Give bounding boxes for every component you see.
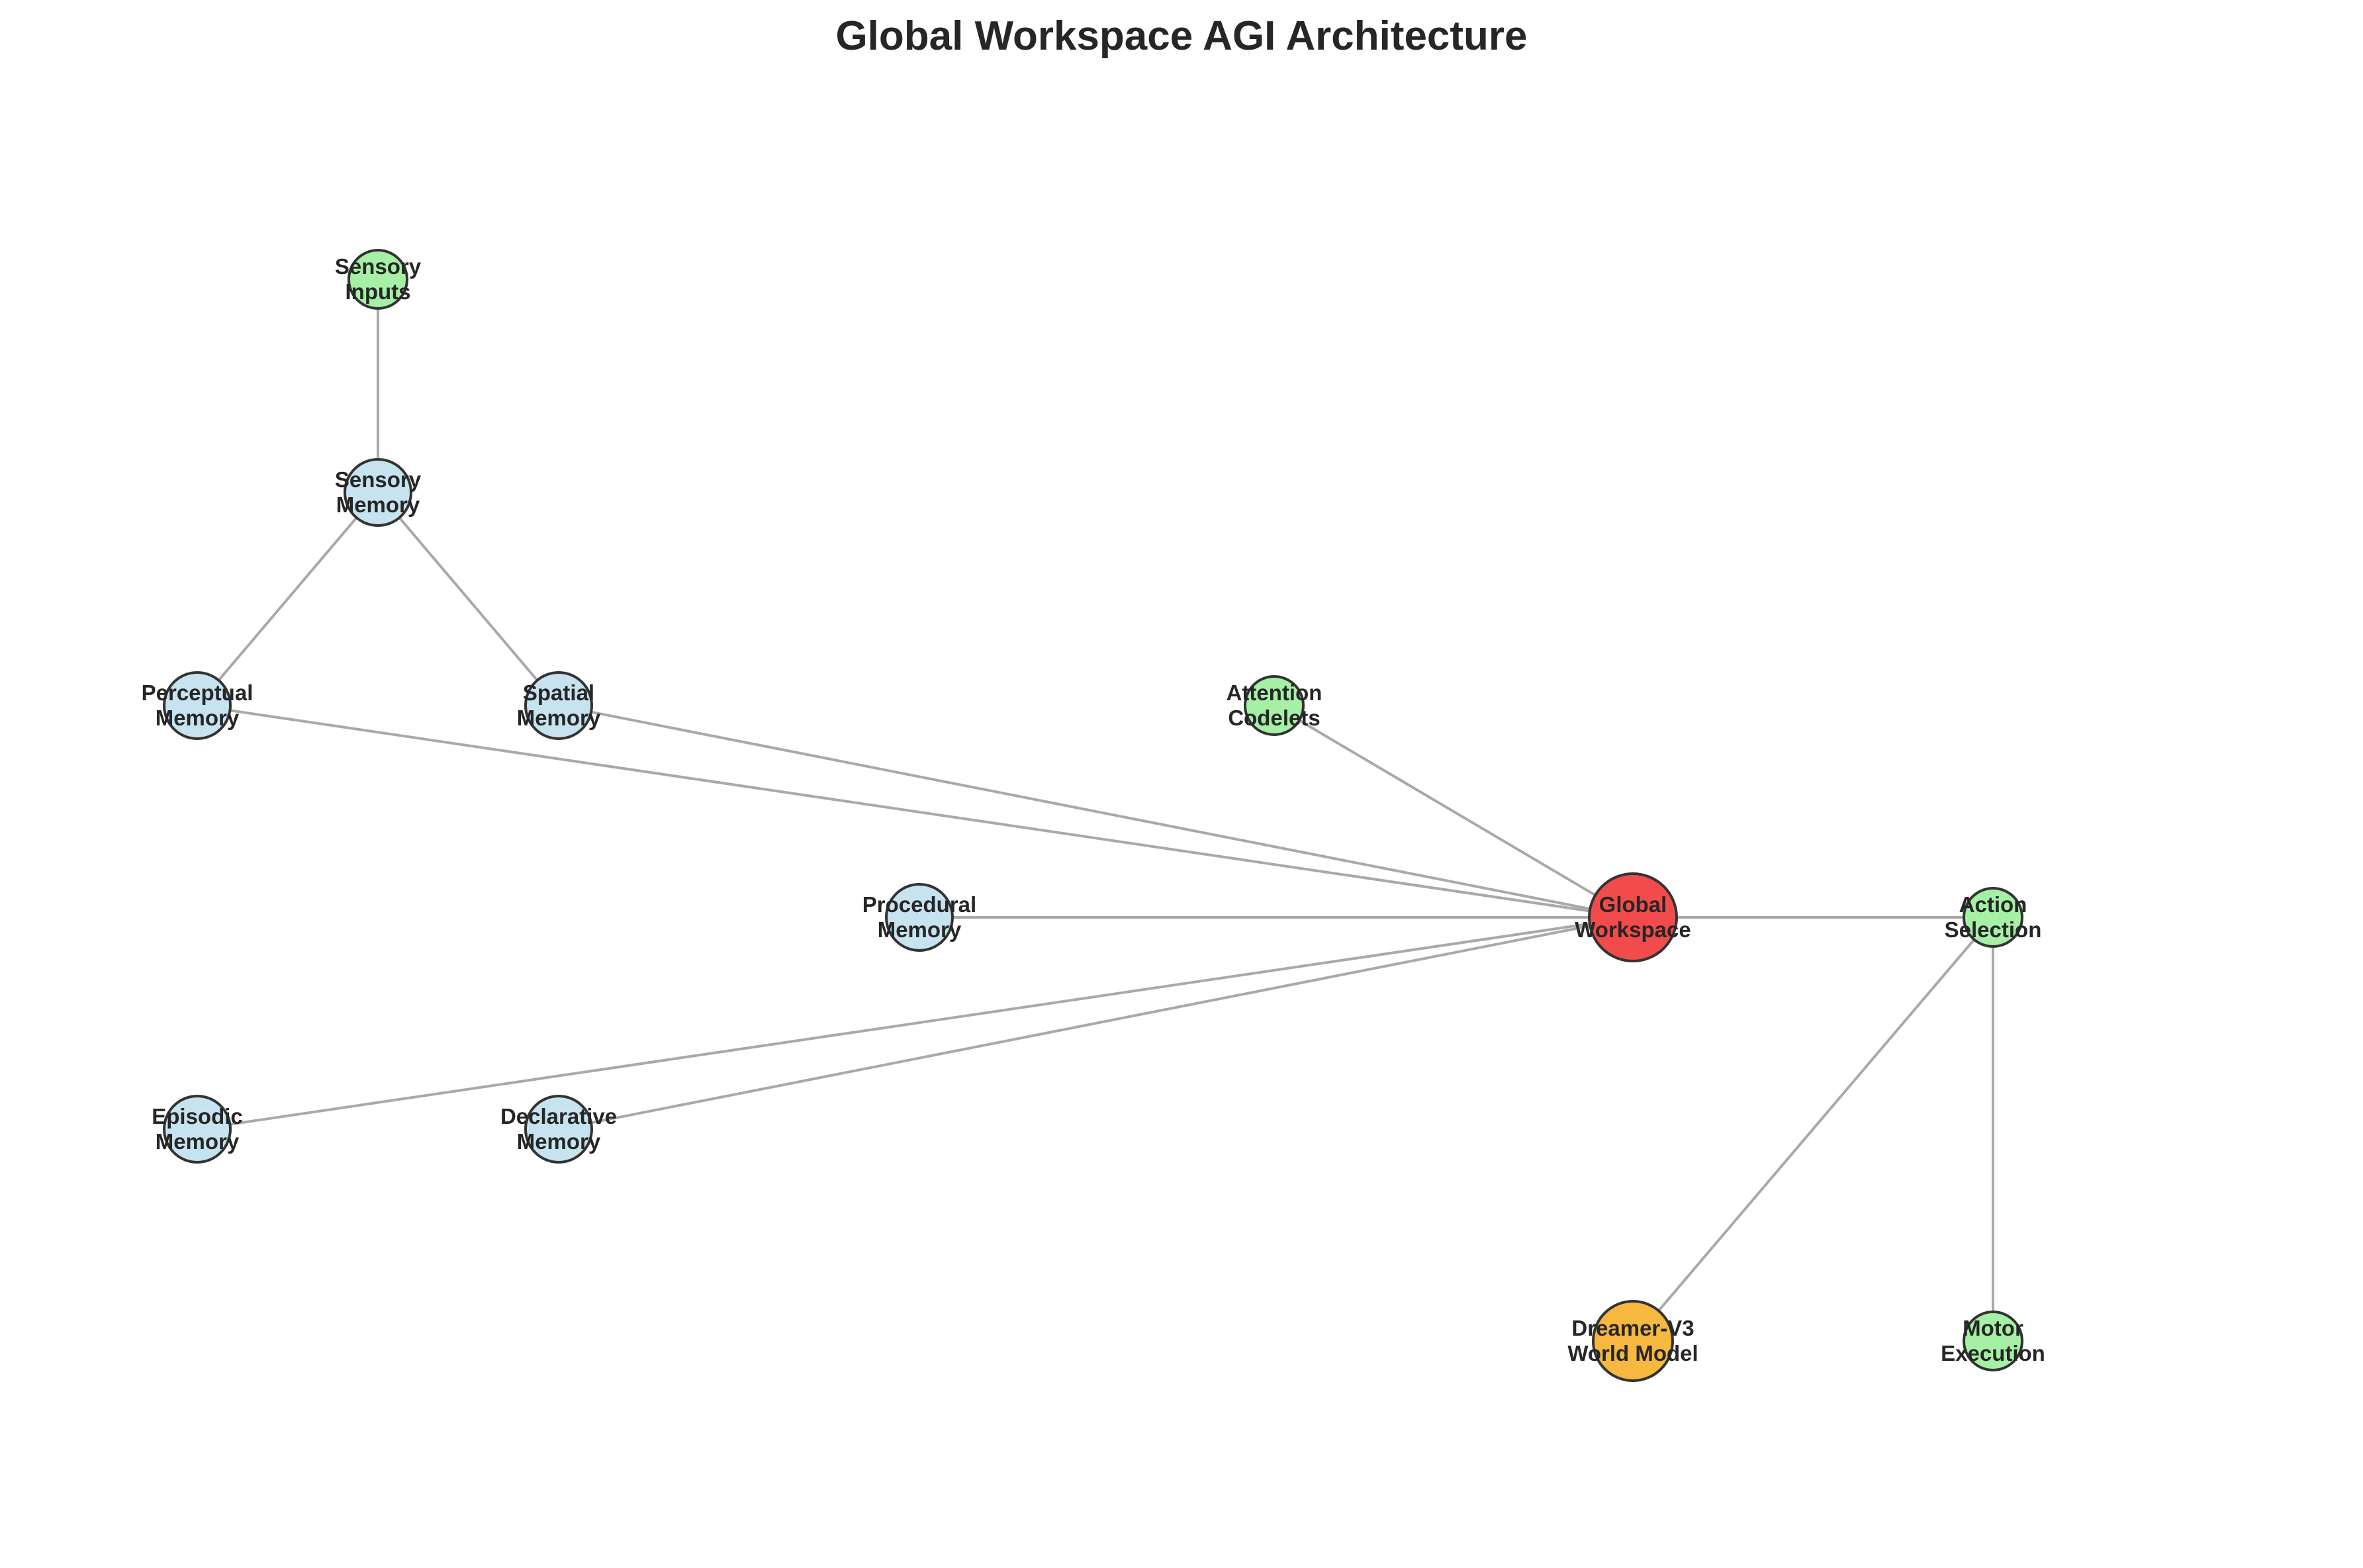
node-label-line: Sensory <box>335 254 422 279</box>
node-label-line: Action <box>1959 892 2027 917</box>
node-circle-sensory_memory <box>344 458 412 527</box>
node-label-line: Global <box>1599 892 1667 917</box>
node-label-line: Dreamer-V3 <box>1571 1316 1694 1340</box>
node-circle-global_workspace <box>1588 872 1678 962</box>
edge-spatial_memory-to-global_workspace <box>558 704 1634 919</box>
node-label-line: Memory <box>156 1129 240 1154</box>
node-label-line: Memory <box>878 917 962 942</box>
edge-perceptual_memory-to-global_workspace <box>197 704 1634 919</box>
edge-dreamer_v3-to-action_selection <box>1632 916 1994 1342</box>
node-label-line: Memory <box>517 706 601 730</box>
diagram-title: Global Workspace AGI Architecture <box>835 13 1527 59</box>
node-label-line: Declarative <box>500 1104 617 1129</box>
node-circle-dreamer_v3 <box>1592 1300 1674 1382</box>
node-label-line: Memory <box>517 1129 601 1154</box>
node-circle-action_selection <box>1963 887 2023 948</box>
node-label-line: Memory <box>336 492 420 517</box>
node-label-line: Motor <box>1963 1316 2023 1340</box>
node-label-line: Workspace <box>1575 917 1691 942</box>
node-circle-sensory_inputs <box>348 249 408 310</box>
node-label-line: Selection <box>1945 917 2042 942</box>
edges-layer <box>196 279 2001 1342</box>
node-label-line: Spatial <box>523 680 594 705</box>
node-label-line: Memory <box>156 706 240 730</box>
node-label-line: Episodic <box>152 1104 243 1129</box>
node-circle-motor_execution <box>1963 1311 2023 1371</box>
node-label-line: Attention <box>1227 680 1322 705</box>
node-label-line: Perceptual <box>142 680 254 705</box>
node-label-line: Sensory <box>335 467 422 492</box>
node-label-line: Codelets <box>1228 706 1320 730</box>
edge-declarative_memory-to-global_workspace <box>558 916 1634 1130</box>
edge-sensory_memory-to-spatial_memory <box>377 491 560 707</box>
edge-sensory_memory-to-perceptual_memory <box>196 491 379 707</box>
node-label-line: World Model <box>1567 1341 1698 1365</box>
node-circle-episodic_memory <box>163 1095 232 1164</box>
node-label-line: Procedural <box>862 892 976 917</box>
node-circle-procedural_memory <box>885 883 954 952</box>
node-label-line: Inputs <box>346 279 411 304</box>
node-circle-spatial_memory <box>524 671 593 740</box>
node-circle-declarative_memory <box>524 1095 593 1164</box>
node-circle-attention_codelets <box>1244 675 1305 736</box>
edge-attention_codelets-to-global_workspace <box>1273 704 1634 919</box>
node-circle-perceptual_memory <box>163 671 232 740</box>
edge-episodic_memory-to-global_workspace <box>197 916 1634 1130</box>
node-label-line: Execution <box>1941 1341 2045 1365</box>
